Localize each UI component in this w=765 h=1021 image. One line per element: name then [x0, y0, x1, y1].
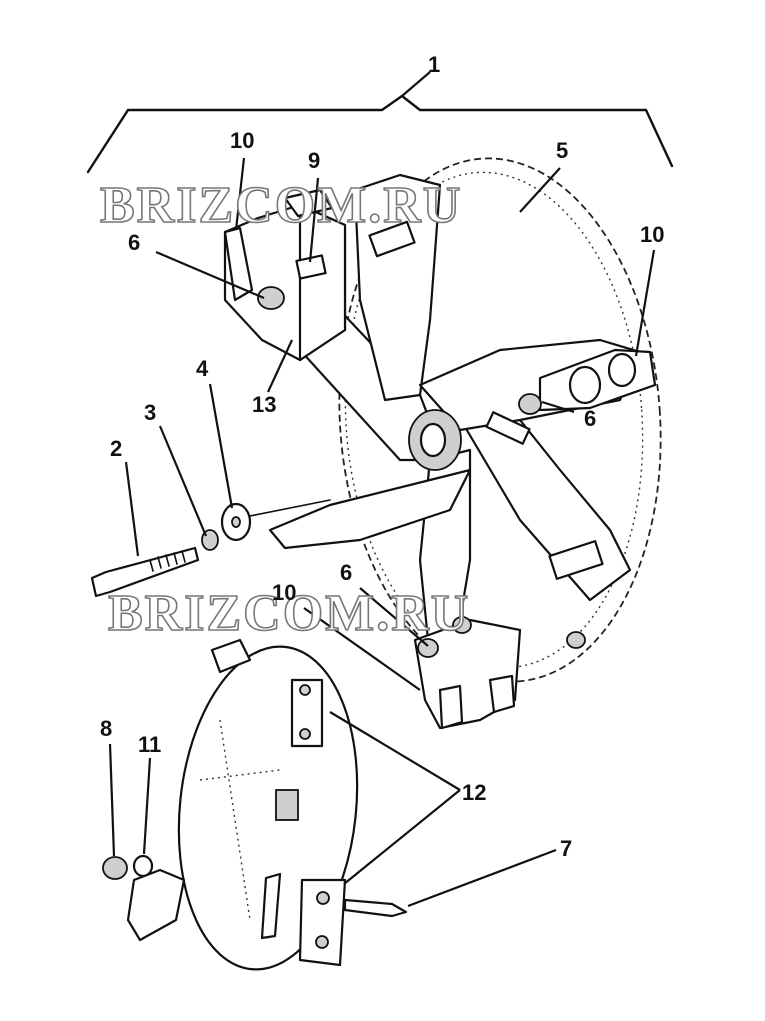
bolt-head-6-upper: [257, 286, 285, 310]
callout-6-upper: 6: [128, 230, 140, 255]
callout-10-lower: 10: [272, 580, 296, 605]
right-roller-assembly: [518, 348, 657, 415]
callout-6-lower: 6: [340, 560, 352, 585]
assembly-bracket: [86, 71, 674, 174]
callout-9: 9: [308, 148, 320, 173]
lower-shoe-assembly: [413, 616, 586, 730]
callout-10-right: 10: [640, 222, 664, 247]
cap-screw: [343, 898, 408, 918]
hex-nut: [102, 856, 128, 880]
lock-washer-11: [132, 854, 154, 878]
callout-12: 12: [462, 780, 486, 805]
callout-6-right: 6: [584, 406, 596, 431]
wheel-disc-outline: [338, 157, 662, 683]
callout-2: 2: [110, 436, 122, 461]
callout-13: 13: [252, 392, 276, 417]
callout-4: 4: [196, 356, 209, 381]
leader-lines: [108, 157, 656, 908]
clamp-plate: [298, 878, 347, 967]
lower-plate-assembly: [102, 638, 408, 971]
bolt-head-6-right: [518, 393, 542, 415]
callout-7: 7: [560, 836, 572, 861]
watermark-middle: BRIZCOM.RU: [108, 585, 470, 642]
upper-left-block-assembly: [223, 188, 347, 362]
callout-5: 5: [556, 138, 568, 163]
callout-1: 1: [428, 52, 440, 77]
bolt-head-6-lower: [417, 638, 439, 658]
hub-bolt: [90, 546, 200, 598]
callout-3: 3: [144, 400, 156, 425]
callout-8: 8: [100, 716, 112, 741]
callout-11: 11: [138, 732, 161, 757]
watermark-top: BRIZCOM.RU: [100, 177, 462, 234]
callout-10-top: 10: [230, 128, 254, 153]
